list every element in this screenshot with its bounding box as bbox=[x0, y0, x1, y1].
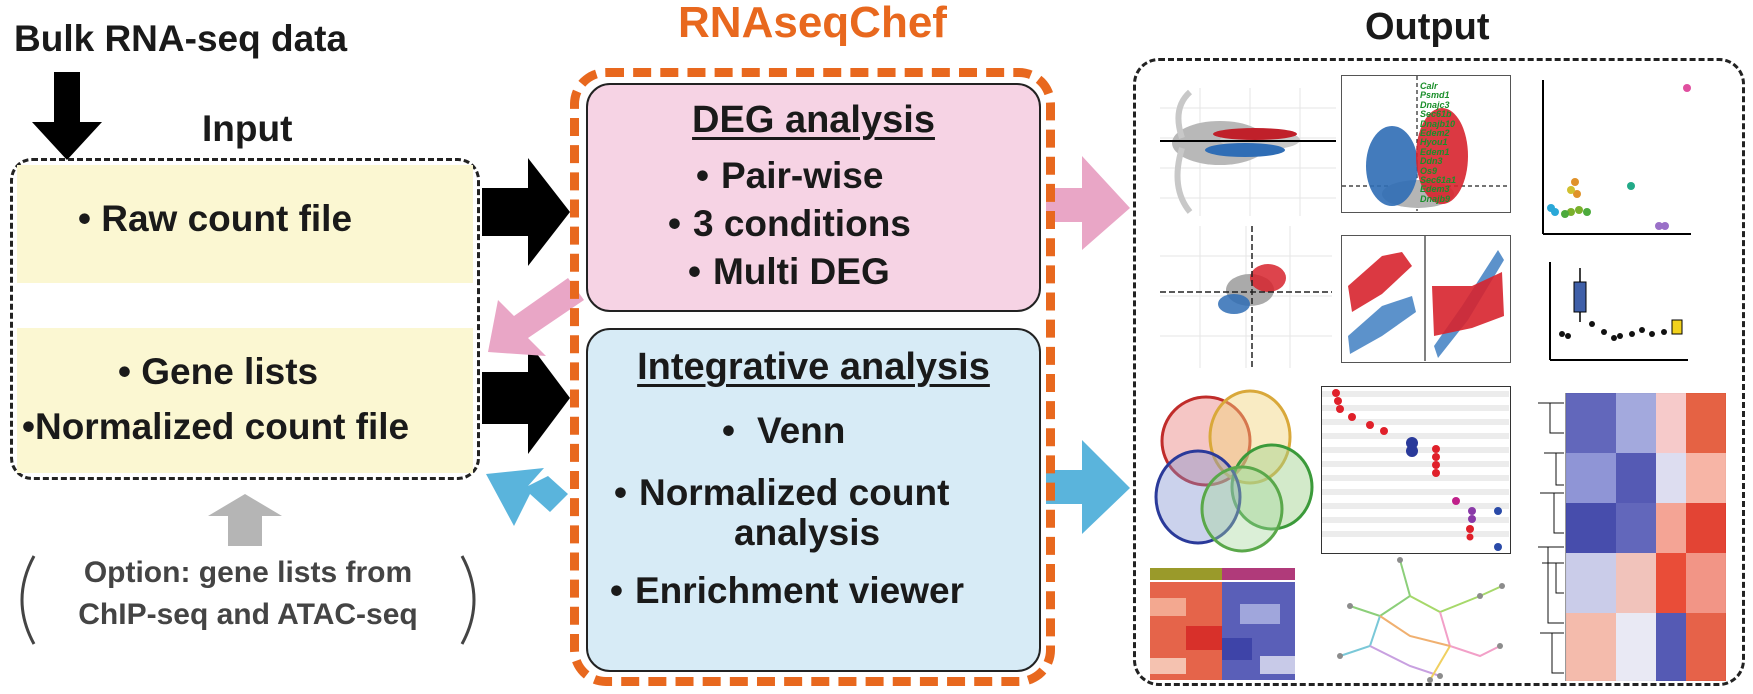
raw-count-item: • Raw count file bbox=[78, 198, 353, 239]
integrative-item-continued: analysis bbox=[734, 512, 881, 553]
quadrant-scatter-thumbnail bbox=[1160, 226, 1332, 368]
volcano-gene-label: Dnajb10 bbox=[1420, 118, 1456, 129]
bullet-icon: • bbox=[78, 198, 102, 239]
bullet-icon: • bbox=[668, 203, 681, 244]
pca-plot-thumbnail bbox=[1541, 78, 1693, 236]
boxplot-thumbnail bbox=[1549, 262, 1688, 361]
volcano-gene-label: Dnajb9 bbox=[1420, 193, 1451, 204]
volcano-gene-label: Ddn3 bbox=[1420, 156, 1443, 167]
right-arrow-icon bbox=[482, 342, 570, 454]
pink-arrow-icon bbox=[1046, 156, 1130, 250]
line-plot-thumbnail bbox=[1341, 235, 1511, 363]
volcano-gene-label: Edem1 bbox=[1420, 146, 1450, 157]
volcano-gene-label: Sec61a1 bbox=[1420, 175, 1457, 186]
down-arrow-icon bbox=[32, 72, 102, 160]
deg-item: •Multi DEG bbox=[688, 251, 890, 292]
bullet-icon: • bbox=[610, 570, 623, 611]
blue-arrow-icon bbox=[1046, 440, 1130, 534]
ma-plot-thumbnail bbox=[1160, 88, 1336, 216]
dot-plot-thumbnail bbox=[1321, 386, 1511, 554]
normalized-count-item: •Normalized count file bbox=[22, 406, 410, 447]
network-graph-thumbnail bbox=[1337, 557, 1505, 683]
bullet-icon: • bbox=[614, 472, 627, 513]
input-box bbox=[10, 158, 480, 480]
volcano-gene-label: Os9 bbox=[1420, 165, 1438, 176]
input-title: Input bbox=[196, 108, 299, 150]
integrative-item: •Normalized count bbox=[614, 472, 950, 513]
gene-lists-item: • Gene lists bbox=[118, 351, 319, 392]
volcano-gene-label: Dnajc3 bbox=[1420, 99, 1450, 110]
bullet-icon: • bbox=[722, 410, 735, 451]
deg-item: •Pair-wise bbox=[696, 155, 884, 196]
diagram-title: RNAseqChef bbox=[678, 0, 947, 47]
venn-diagram-thumbnail bbox=[1154, 389, 1314, 553]
bullet-icon: • bbox=[118, 351, 142, 392]
volcano-gene-label: Sec61b bbox=[1420, 109, 1452, 120]
deg-title: DEG analysis bbox=[692, 99, 935, 141]
volcano-gene-label: Psmd1 bbox=[1420, 90, 1450, 101]
output-title: Output bbox=[1365, 6, 1490, 48]
right-arrow-icon bbox=[482, 158, 570, 266]
integrative-item: •Enrichment viewer bbox=[610, 570, 964, 611]
option-text-line1: Option: gene lists from bbox=[83, 556, 413, 589]
rnaseqchef-box bbox=[570, 68, 1055, 686]
clustered-heatmap-thumbnail bbox=[1536, 393, 1726, 681]
volcano-gene-label: Edem3 bbox=[1420, 184, 1450, 195]
volcano-gene-label: Hyou1 bbox=[1420, 137, 1448, 148]
output-box bbox=[1133, 58, 1745, 686]
bullet-icon: • bbox=[688, 251, 701, 292]
bullet-icon: • bbox=[22, 406, 35, 447]
option-text-line2: ChIP-seq and ATAC-seq bbox=[78, 598, 418, 631]
pink-arrow-icon bbox=[488, 278, 584, 356]
input-source-label: Bulk RNA-seq data bbox=[14, 18, 348, 59]
volcano-gene-label: Calr bbox=[1420, 81, 1438, 91]
raw-count-panel bbox=[17, 165, 473, 283]
deg-analysis-box: DEG analysis •Pair-wise •3 conditions •M… bbox=[586, 83, 1041, 312]
integrative-item: •Venn bbox=[722, 410, 846, 451]
gene-lists-panel bbox=[17, 328, 473, 473]
up-arrow-icon bbox=[208, 494, 282, 546]
blue-arrow-icon bbox=[486, 468, 568, 526]
bullet-icon: • bbox=[696, 155, 709, 196]
deg-item: •3 conditions bbox=[668, 203, 911, 244]
integrative-title: Integrative analysis bbox=[637, 346, 990, 388]
integrative-analysis-box: Integrative analysis •Venn •Normalized c… bbox=[586, 328, 1041, 672]
volcano-gene-label: Edem2 bbox=[1420, 128, 1450, 139]
small-heatmap-thumbnail bbox=[1150, 568, 1295, 680]
